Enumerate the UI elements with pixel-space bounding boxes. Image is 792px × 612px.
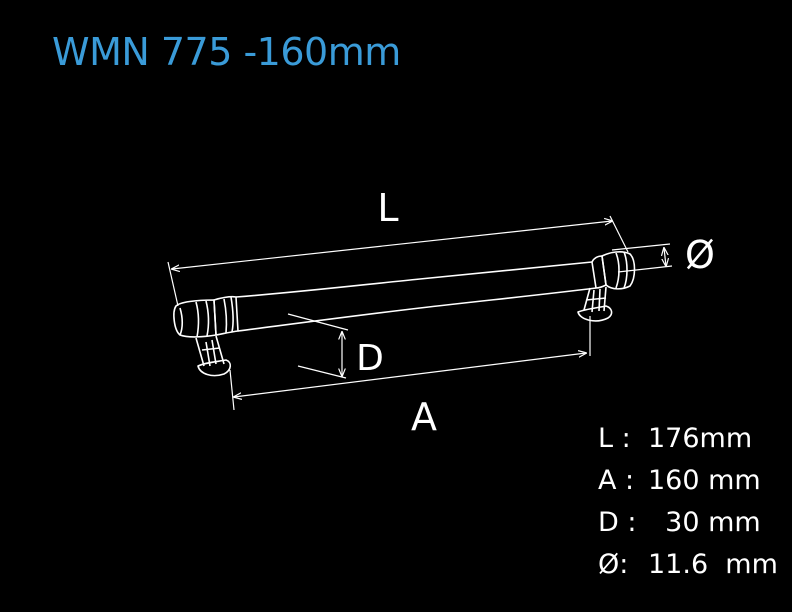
- handle-outline: [173, 251, 636, 377]
- spec-key: D :: [598, 507, 637, 538]
- spec-value: 11.6 mm: [648, 549, 778, 580]
- dimension-lines: [167, 215, 673, 411]
- spec-row-diameter: Ø: 11.6 mm: [598, 544, 778, 586]
- depth-label: D: [356, 338, 384, 379]
- center-distance-label: A: [411, 395, 437, 439]
- spec-row-depth: D : 30 mm: [598, 502, 778, 544]
- diameter-dimension-line: [664, 248, 666, 266]
- spec-value: 176mm: [648, 423, 753, 454]
- spec-key: Ø:: [598, 549, 629, 580]
- spec-key: L :: [598, 423, 631, 454]
- spec-value: 160 mm: [648, 465, 761, 496]
- product-title: WMN 775 -160mm: [52, 30, 401, 74]
- spec-value: 30 mm: [648, 507, 761, 538]
- length-label: L: [377, 186, 398, 230]
- center-distance-dimension-line: [234, 353, 586, 397]
- length-dimension-line: [172, 221, 612, 269]
- specifications-table: L : 176mm A : 160 mm D : 30 mm Ø: 11.6 m…: [598, 418, 778, 586]
- spec-key: A :: [598, 465, 635, 496]
- spec-row-length: L : 176mm: [598, 418, 778, 460]
- diameter-label: Ø: [685, 233, 715, 277]
- spec-row-center-distance: A : 160 mm: [598, 460, 778, 502]
